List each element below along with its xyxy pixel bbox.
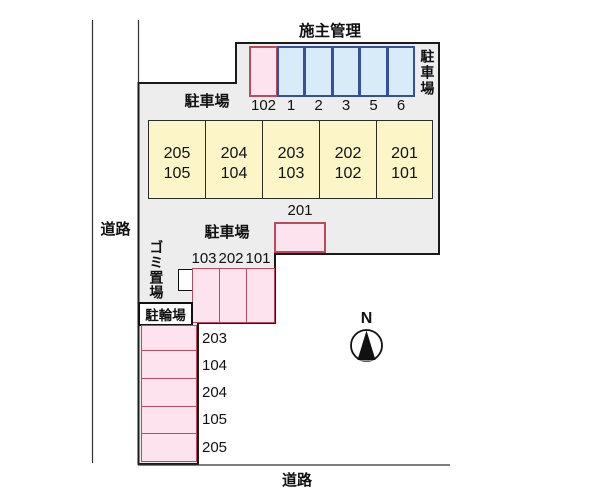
stall-6-label: 6 <box>396 97 406 114</box>
stall-105-left-label: 105 <box>202 411 228 428</box>
stall-203-left <box>141 325 197 351</box>
stall-202-102-upper: 202 <box>334 144 362 162</box>
bicycle-parking-label: 駐輪場 <box>145 308 186 323</box>
stall-205-105-lower: 105 <box>163 164 191 182</box>
stall-203-103: 203 103 <box>262 120 320 199</box>
stall-104-left-label: 104 <box>202 357 228 374</box>
stall-205-105: 205 105 <box>148 120 206 199</box>
parking-label-mid: 駐車場 <box>204 224 250 241</box>
stall-202-102: 202 102 <box>319 120 377 199</box>
compass <box>350 329 383 362</box>
stall-205-left-label: 205 <box>202 439 228 456</box>
stall-103 <box>192 268 221 323</box>
owner-managed-label: 施主管理 <box>298 23 361 40</box>
stall-101-label: 101 <box>245 250 271 267</box>
stall-203-103-lower: 103 <box>277 164 305 182</box>
stall-2 <box>304 46 333 97</box>
stall-103-label: 103 <box>191 250 217 267</box>
stall-201-mid <box>274 222 326 253</box>
stall-1 <box>277 46 305 97</box>
parking-label-right: 駐車場 <box>419 49 436 97</box>
stall-204-104-upper: 204 <box>220 144 248 162</box>
stall-203-left-label: 203 <box>202 330 228 347</box>
parking-label-top: 駐車場 <box>184 93 230 110</box>
north-arrow-icon <box>357 330 376 360</box>
stall-201-101-upper: 201 <box>391 144 418 162</box>
stall-205-left <box>141 433 197 462</box>
stall-201-101: 201 101 <box>376 120 433 199</box>
stall-105-left <box>141 406 197 434</box>
stall-204-104-lower: 104 <box>220 164 248 182</box>
stall-3-label: 3 <box>341 97 351 114</box>
stall-2-label: 2 <box>314 97 323 114</box>
stall-104-left <box>141 350 197 379</box>
bicycle-parking-box: 駐輪場 <box>138 302 193 326</box>
stall-1-label: 1 <box>286 97 296 114</box>
stall-205-105-upper: 205 <box>163 144 191 162</box>
stall-204-104: 204 104 <box>205 120 263 199</box>
stall-202 <box>219 268 248 323</box>
stall-3 <box>332 46 360 97</box>
stall-6 <box>387 46 415 97</box>
stall-102-top-label: 102 <box>250 97 277 114</box>
stall-204-left-label: 204 <box>202 384 228 401</box>
stall-5 <box>359 46 388 97</box>
stall-201-101-lower: 101 <box>391 164 418 182</box>
stall-101 <box>246 268 275 323</box>
stall-203-103-upper: 203 <box>277 144 305 162</box>
garbage-area-label: ゴミ置場 <box>148 240 165 300</box>
road-label-left: 道路 <box>100 221 131 238</box>
stall-201-mid-label: 201 <box>287 202 313 219</box>
road-label-bottom: 道路 <box>281 472 312 489</box>
stall-5-label: 5 <box>369 97 378 114</box>
stall-204-left <box>141 378 197 407</box>
stall-102-top <box>249 46 278 97</box>
stall-202-102-lower: 102 <box>334 164 362 182</box>
stall-202-label: 202 <box>218 250 244 267</box>
compass-north-label: N <box>360 310 373 327</box>
